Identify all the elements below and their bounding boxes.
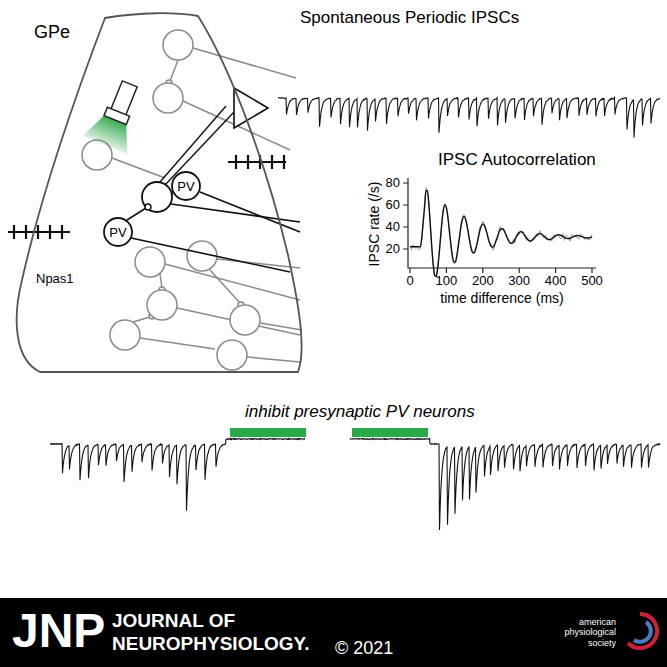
region-outline xyxy=(8,10,313,385)
tick-label: 20 xyxy=(386,242,400,257)
pv-neuron: PV xyxy=(171,171,201,201)
autocorrelation-curve xyxy=(410,188,592,277)
light-on-bar xyxy=(230,428,428,437)
tick-label: 0 xyxy=(406,274,413,289)
tick-label: 500 xyxy=(581,274,603,289)
tick-label: 100 xyxy=(436,274,458,289)
cell-outline xyxy=(104,218,132,246)
plot-title: IPSC Autocorrelation xyxy=(438,150,596,170)
cell-type-label: Npas1 xyxy=(36,272,74,287)
tick-label: 60 xyxy=(386,198,400,213)
trace-title: Spontaneous Periodic IPSCs xyxy=(300,8,519,28)
tick-label: 80 xyxy=(386,176,400,191)
autocorrelation-line xyxy=(410,190,592,276)
cell-label: PV xyxy=(177,179,194,194)
current-trace xyxy=(50,439,305,511)
recorded-neuron xyxy=(142,182,172,212)
tick-label: 200 xyxy=(472,274,494,289)
neuron-somata xyxy=(82,30,260,370)
brain-region: GPePV PV xyxy=(8,10,313,385)
ipsc-traces xyxy=(50,98,660,530)
journal-logo: JNP xyxy=(12,603,105,658)
society-name: american physiological society xyxy=(546,617,616,648)
region-outline xyxy=(17,13,302,372)
condition-label: inhibit presynaptic PV neurons xyxy=(245,402,475,422)
region-label: GPe xyxy=(34,22,70,43)
light-source xyxy=(83,75,152,154)
axis-title: time difference (ms) xyxy=(440,290,563,306)
footer-bar xyxy=(0,598,667,667)
tick-label: 40 xyxy=(386,220,400,235)
society-logo xyxy=(628,614,657,648)
journal-name: JOURNAL OF NEUROPHYSIOLOGY. xyxy=(112,609,312,655)
cell-label: PV xyxy=(109,225,126,240)
current-trace xyxy=(350,439,660,530)
copyright: © 2021 xyxy=(335,638,393,659)
pv-neuron: PV xyxy=(103,217,133,247)
current-trace xyxy=(278,98,660,138)
recording-pipette xyxy=(160,88,268,185)
tick-label: 400 xyxy=(545,274,567,289)
axis-title: IPSC rate (/s) xyxy=(366,182,382,267)
cell-outline xyxy=(172,172,200,200)
plot-axes xyxy=(403,178,596,273)
neuron-axons xyxy=(112,48,302,362)
tick-label: 300 xyxy=(508,274,530,289)
spike-train-symbol xyxy=(8,155,286,239)
autocorrelation-line xyxy=(410,188,592,276)
